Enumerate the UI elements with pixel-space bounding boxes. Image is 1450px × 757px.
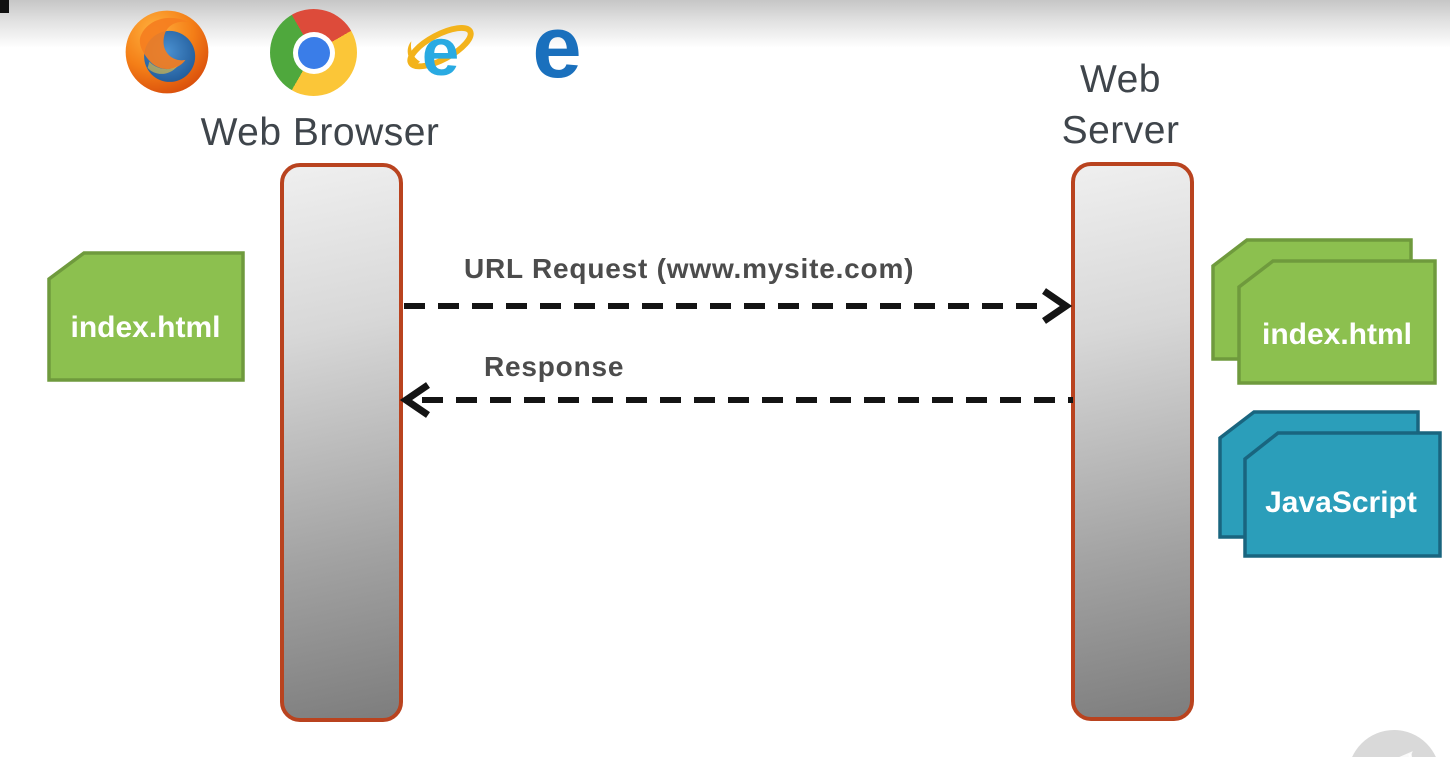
next-video-button[interactable] xyxy=(1348,730,1440,757)
chrome-icon xyxy=(270,9,357,96)
response-arrowhead xyxy=(399,382,430,418)
edge-icon: e xyxy=(516,0,598,96)
request-message-label: URL Request (www.mysite.com) xyxy=(464,253,915,284)
server-index-document-stack xyxy=(1211,238,1437,385)
server-javascript-label: JavaScript xyxy=(1265,486,1417,519)
firefox-icon xyxy=(123,8,211,101)
browser-lifeline-bar xyxy=(280,163,403,722)
response-message-label: Response xyxy=(484,351,625,382)
browser-index-label: index.html xyxy=(70,311,221,344)
browser-index-document xyxy=(47,251,245,382)
browser-lane-title: Web Browser xyxy=(200,111,440,154)
svg-text:e: e xyxy=(532,5,581,87)
server-index-label: index.html xyxy=(1261,318,1412,351)
request-arrowhead xyxy=(1042,288,1073,324)
internet-explorer-icon: e xyxy=(404,15,477,93)
top-gradient-band xyxy=(0,0,1450,48)
top-left-notch xyxy=(0,0,9,13)
svg-text:e: e xyxy=(422,15,459,88)
server-javascript-document-stack xyxy=(1218,410,1442,558)
server-lane-title: Web Server xyxy=(1061,58,1180,152)
next-arrow-icon xyxy=(1399,751,1413,757)
server-lifeline-bar xyxy=(1071,162,1194,721)
